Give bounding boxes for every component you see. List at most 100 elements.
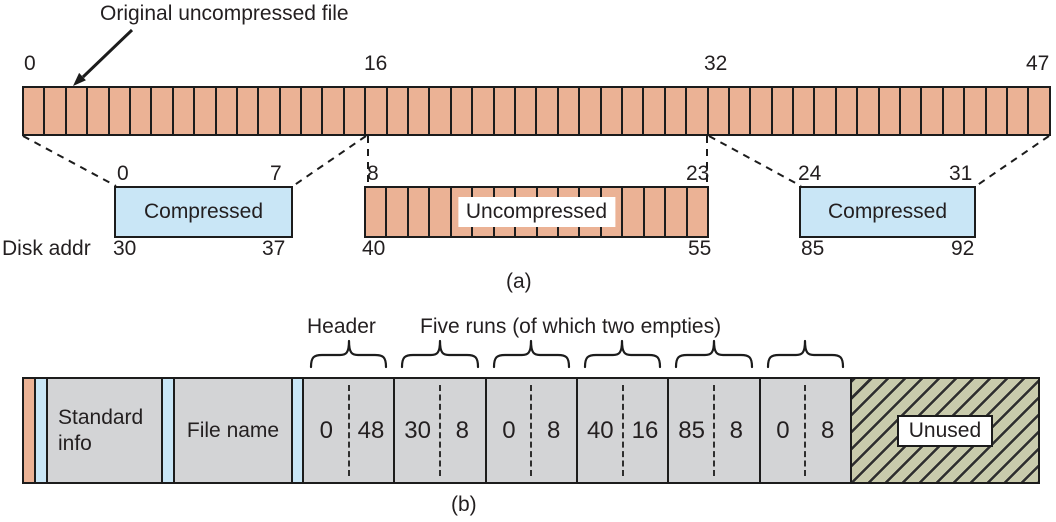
seg-left-block-end: 7: [270, 162, 282, 185]
file-block-cell: [794, 88, 814, 134]
run-pair-5-right: 8: [820, 416, 835, 444]
seg-right-disk-start: 85: [801, 237, 825, 260]
standard-info-cell: Standard info: [48, 379, 161, 482]
brace-run-3-icon: [583, 339, 662, 369]
uncompressed-block-cell: [623, 188, 643, 236]
file-block-cell: [280, 88, 301, 134]
uncompressed-block-cell: [687, 188, 707, 236]
seg-left-block-start: 0: [117, 162, 129, 185]
run-pair-divider: [530, 385, 533, 476]
run-pair-2-left: 0: [502, 416, 516, 444]
run-pair-2-right: 8: [546, 416, 561, 444]
seg-right-block-start: 24: [798, 162, 822, 185]
file-block-cell: [515, 88, 536, 134]
dashed-connector-2: [292, 135, 367, 187]
file-block-cell: [986, 88, 1006, 134]
file-block-cell: [836, 88, 857, 134]
record-separator-blue-3: [293, 379, 302, 482]
file-block-cell: [195, 88, 215, 134]
file-block-cell: [622, 88, 643, 134]
uncompressed-block-cell: [387, 188, 407, 236]
file-block-cell: [1007, 88, 1028, 134]
seg-left-disk-end: 37: [262, 237, 286, 260]
file-block-cell: [387, 88, 408, 134]
seg-mid-block-start: 8: [367, 162, 379, 185]
file-block-cell: [965, 88, 985, 134]
file-name-label: File name: [186, 418, 280, 442]
file-block-cell: [708, 88, 728, 134]
file-block-cell: [237, 88, 258, 134]
dashed-connector-6: [975, 135, 1050, 187]
file-block-cell: [815, 88, 835, 134]
unused-label: Unused: [896, 414, 994, 447]
brace-run-5-icon: [766, 339, 845, 369]
strip-tick-16: 16: [364, 52, 388, 75]
run-pair-divider: [712, 385, 715, 476]
file-block-cell: [494, 88, 514, 134]
run-pair-3-left: 40: [586, 416, 614, 444]
file-block-cell: [687, 88, 707, 134]
file-block-cell: [601, 88, 621, 134]
file-name-cell: File name: [175, 379, 291, 482]
file-block-cell: [751, 88, 771, 134]
seg-left-disk-start: 30: [113, 237, 137, 260]
runs-brace-label: Five runs (of which two empties): [420, 315, 722, 338]
file-block-cell: [344, 88, 365, 134]
run-pair-1-left: 30: [404, 416, 431, 444]
uncompressed-label: Uncompressed: [457, 197, 616, 227]
run-pair-3-right: 16: [631, 416, 659, 444]
file-block-cell: [772, 88, 793, 134]
strip-tick-47: 47: [1026, 52, 1050, 75]
file-block-cell: [943, 88, 964, 134]
file-block-cell: [259, 88, 279, 134]
file-block-cell: [858, 88, 878, 134]
file-block-cell: [88, 88, 108, 134]
file-block-cell: [152, 88, 172, 134]
file-block-cell: [537, 88, 557, 134]
file-block-cell: [366, 88, 386, 134]
file-block-cell: [473, 88, 493, 134]
uncompressed-block-cell: [644, 188, 665, 236]
run-pair-divider: [438, 385, 441, 476]
seg-right-disk-end: 92: [951, 237, 975, 260]
file-block-cell: [644, 88, 664, 134]
uncompressed-block-cell: [366, 188, 386, 236]
file-block-cell: [580, 88, 600, 134]
file-block-cell: [1029, 88, 1049, 134]
brace-run-4-icon: [674, 339, 754, 369]
part-a-caption: (a): [506, 270, 532, 293]
compressed-segment-left: Compressed: [114, 186, 293, 238]
run-pair-4-right: 8: [729, 416, 743, 444]
file-block-cell: [109, 88, 129, 134]
seg-mid-disk-start: 40: [362, 237, 386, 260]
strip-tick-0: 0: [24, 52, 36, 75]
original-file-caption: Original uncompressed file: [100, 2, 349, 25]
file-block-cell: [173, 88, 194, 134]
file-block-cell: [323, 88, 343, 134]
compressed-left-label: Compressed: [143, 200, 264, 223]
record-separator-blue-2: [163, 379, 173, 482]
file-block-cell: [302, 88, 322, 134]
file-block-cell: [216, 88, 236, 134]
pointer-arrow-head-icon: [73, 72, 86, 86]
file-block-cell: [879, 88, 900, 134]
run-pair-1-right: 8: [455, 416, 469, 444]
file-block-cell: [729, 88, 750, 134]
header-brace-label: Header: [307, 315, 376, 338]
file-block-cell: [409, 88, 429, 134]
run-pair-divider: [347, 385, 350, 476]
run-pair-divider: [804, 385, 807, 476]
uncompressed-block-cell: [408, 188, 429, 236]
uncompressed-block-cell: [666, 188, 686, 236]
dashed-connector-5: [708, 135, 802, 187]
run-pair-0-right: 48: [357, 416, 385, 444]
unused-region: Unused: [851, 379, 1038, 482]
file-block-cell: [66, 88, 87, 134]
brace-run-1-icon: [400, 339, 480, 369]
run-pair-5-left: 0: [776, 416, 790, 444]
